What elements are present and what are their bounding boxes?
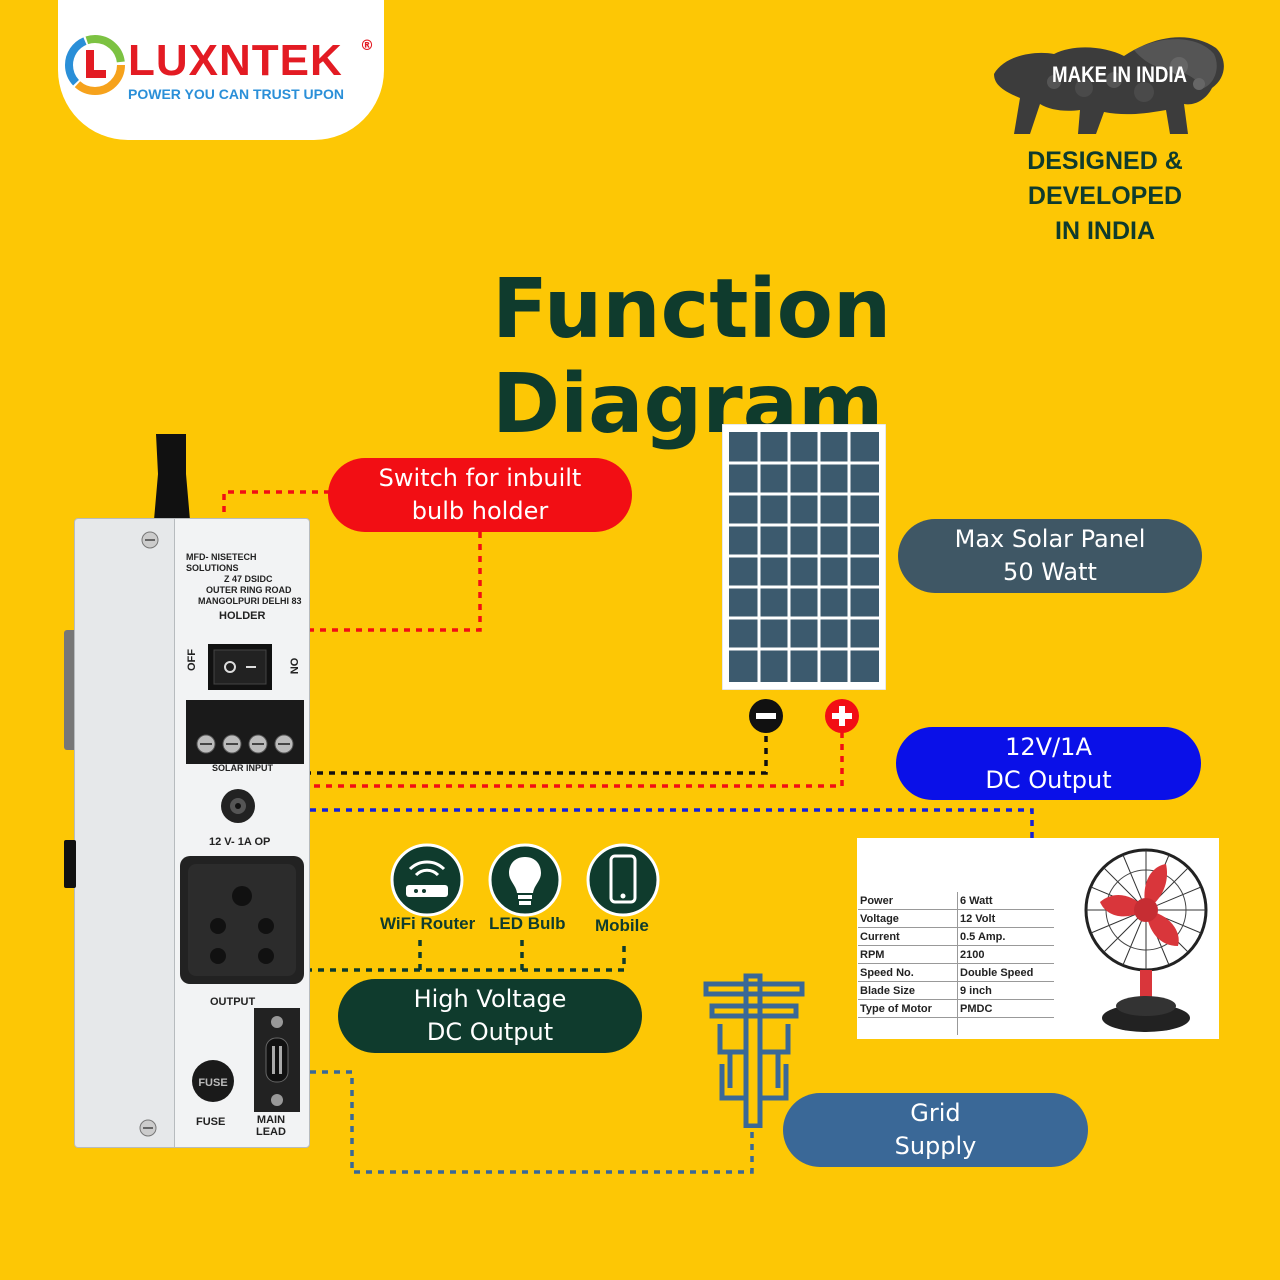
designed-line-2: IN INDIA [1055, 217, 1155, 245]
off-label: OFF [186, 649, 198, 671]
plus-terminal-icon [825, 699, 859, 733]
table-row [858, 1017, 1054, 1035]
callout-dc12-line2: DC Output [985, 765, 1112, 794]
device-side-panel [74, 518, 176, 1148]
dc12-line [262, 808, 1034, 838]
hvdc-line-mobile [306, 940, 626, 972]
maker-label: MFD- NISETECH SOLUTIONS Z 47 DSIDC OUTER… [186, 552, 310, 607]
spec-value: 2100 [957, 945, 1054, 964]
spec-value: 6 Watt [957, 892, 1054, 910]
callout-solar: Max Solar Panel 50 Watt [898, 519, 1202, 593]
holder-label: HOLDER [219, 610, 266, 622]
callout-switch-line2: bulb holder [411, 497, 549, 525]
maker-line-3: OUTER RING ROAD [206, 585, 292, 595]
side-switch-icon [64, 840, 76, 888]
switch-line-top [222, 490, 330, 512]
screw-top-icon [141, 531, 159, 549]
spec-value: Double Speed [957, 963, 1054, 982]
grid-line [286, 1070, 754, 1174]
dc-jack-icon[interactable] [218, 786, 258, 826]
output-socket-icon[interactable] [180, 856, 304, 984]
grid-pylon-icon [703, 973, 805, 1128]
fuse-cap-text: FUSE [198, 1077, 227, 1089]
mobile-icon [586, 843, 660, 917]
spec-key: Type of Motor [858, 999, 958, 1018]
spec-value: 0.5 Amp. [957, 927, 1054, 946]
designed-in-india: DESIGNED & DEVELOPED IN INDIA [950, 144, 1260, 249]
maker-line-4: MANGOLPURI DELHI 83 [198, 596, 302, 606]
spec-key: Blade Size [858, 981, 958, 1000]
callout-switch-line1: Switch for inbuilt [378, 464, 582, 492]
on-label: ON [287, 657, 300, 675]
spec-value: PMDC [957, 999, 1054, 1018]
spec-key: Power [858, 892, 958, 910]
table-row: Speed No.Double Speed [858, 963, 1054, 982]
callout-dc12-line1: 12V/1A [1005, 732, 1092, 761]
spec-key: RPM [858, 945, 958, 964]
spec-value: 9 inch [957, 981, 1054, 1000]
callout-hvdc-line1: High Voltage [413, 985, 567, 1013]
maker-line-1: MFD- NISETECH SOLUTIONS [186, 552, 257, 573]
make-in-india-text: MAKE IN INDIA [1052, 62, 1188, 87]
output-label: OUTPUT [210, 996, 256, 1008]
callout-hvdc: High Voltage DC Output [338, 979, 642, 1053]
callout-solar-line1: Max Solar Panel [954, 525, 1146, 553]
callout-grid-line1: Grid [910, 1099, 961, 1127]
solar-input-terminal-block[interactable] [186, 700, 304, 764]
registered-mark: ® [360, 38, 374, 54]
solar-panel-icon [722, 424, 886, 690]
main-lead-label: MAIN LEAD [256, 1114, 286, 1138]
spec-key: Speed No. [858, 963, 958, 982]
minus-terminal-icon [749, 699, 783, 733]
spec-key: Current [858, 927, 958, 946]
main-lead-line1: MAIN [256, 1114, 286, 1126]
table-fan-icon [1084, 848, 1208, 1032]
bulb-holder-switch-icon [154, 434, 190, 520]
screw-bottom-icon [139, 1119, 157, 1137]
callout-hvdc-line2: DC Output [426, 1018, 554, 1046]
maker-line-2: Z 47 DSIDC [224, 574, 273, 584]
fuse-holder-icon[interactable]: FUSE [190, 1058, 236, 1104]
page-title: Function Diagram [492, 262, 892, 452]
callout-dc12: 12V/1A DC Output [896, 727, 1201, 800]
main-lead-line2: LEAD [256, 1126, 286, 1138]
wifi-router-icon [390, 843, 464, 917]
designed-line-1: DESIGNED & DEVELOPED [1027, 147, 1183, 210]
main-lead-socket-icon[interactable] [254, 1008, 300, 1112]
solar-input-label: SOLAR INPUT [212, 763, 274, 773]
fuse-label: FUSE [196, 1116, 226, 1128]
spec-value: 12 Volt [957, 909, 1054, 928]
wifi-router-label: WiFi Router [380, 914, 476, 933]
mobile-label: Mobile [595, 916, 649, 935]
holder-rocker-switch[interactable] [208, 644, 272, 690]
make-in-india-lion-icon [994, 37, 1224, 135]
op12-label: 12 V- 1A OP [209, 836, 271, 848]
brand-name: LUXNTEK [128, 36, 343, 85]
led-bulb-label: LED Bulb [489, 914, 566, 933]
led-bulb-icon [488, 843, 562, 917]
logo-card [58, 0, 384, 140]
solar-positive-line [230, 732, 844, 788]
callout-grid-line2: Supply [894, 1132, 977, 1160]
brand-tagline: POWER YOU CAN TRUST UPON [128, 86, 344, 102]
spec-key: Voltage [858, 909, 958, 928]
callout-solar-line2: 50 Watt [1003, 558, 1097, 586]
switch-line-holder [246, 532, 482, 632]
luxntek-logo-icon [65, 35, 125, 95]
solar-negative-line [256, 732, 768, 775]
callout-switch: Switch for inbuilt bulb holder [328, 458, 632, 532]
